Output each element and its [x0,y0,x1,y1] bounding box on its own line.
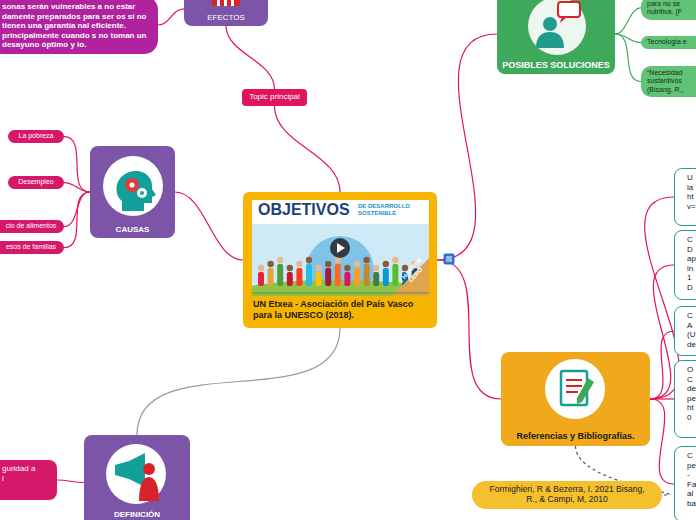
node-text: Referencias y Bibliografías. [501,431,650,442]
branch-line [175,192,243,260]
node-text: POSIBLES SOLUCIONES [497,60,615,71]
text-area: UN Etxea - Asociación del País Vasco par… [253,299,429,321]
text-area: EFECTOS [184,13,268,23]
branch-line [226,26,275,89]
node-text: C A (U de [687,311,696,349]
notes-icon [443,253,455,265]
text-area: cio de alimentos [0,222,62,230]
node-text: DEFINICIÓN [84,510,190,520]
subtopic-pill: Tecnología e [641,36,696,49]
topic-box: EFECTOS [184,0,268,26]
text-area: guridad a l [2,464,36,483]
subtopic-pill: La pobreza [8,130,64,143]
node-text: EFECTOS [184,13,268,23]
reference-box: C A (U de [674,306,696,356]
note-box: sonas serán vulnerables a no estar damen… [0,0,158,54]
thumbnail-text: OBJETIVOS [258,201,358,219]
subtopic-pill: “Necesidad sustantivos (Bisang, R., [641,66,696,97]
subtopic-pill: guridad a l [0,460,57,500]
node-text: Tecnología e [647,38,696,46]
text-area: para no se nutritiva. (F [647,0,696,17]
effects-icon [212,0,240,8]
node-text: Desempleo [8,178,64,186]
reference-pill: Formighieri, R & Bezerra, I. 2021 Bisang… [472,481,662,509]
branch-line [650,331,674,399]
reference-box: O C de pe ht 0 [674,360,696,438]
node-text: UN Etxea - Asociación del País Vasco par… [253,299,429,321]
text-area: C D ap in 1 D [687,235,696,293]
node-text: “Necesidad sustantivos (Bisang, R., [647,69,696,94]
causes-icon [102,155,164,217]
node-text: Formighieri, R & Bezerra, I. 2021 Bisang… [487,484,647,504]
text-area: CAUSAS [90,225,175,235]
branch-line [615,8,641,34]
node-text: O C de pe ht 0 [687,365,696,423]
reference-box: U la ht v= [674,168,696,226]
reference-box: C D ap in 1 D [674,230,696,300]
node-text: C pe - Fa al ba [687,451,696,509]
text-area: POSIBLES SOLUCIONES [497,60,615,71]
text-area: esos de familias [0,243,62,251]
node-text: Topic principal [242,92,307,102]
branch-line [437,34,497,260]
text-area: C A (U de [687,311,696,349]
node-text: esos de familias [0,243,62,251]
definition-icon [105,443,167,505]
branch-line [64,137,90,192]
branch-line [158,9,184,25]
branch-line [275,106,341,192]
branch-line [437,260,501,399]
thumbnail-text: DE DESARROLLO SOSTENIBLE [358,203,422,216]
node-text: para no se nutritiva. (F [647,0,696,17]
node-text: guridad a l [2,464,36,483]
text-area: C pe - Fa al ba [687,451,696,509]
topic-box: CAUSAS [90,146,175,238]
text-area: U la ht v= [687,173,696,211]
node-text: CAUSAS [90,225,175,235]
text-area: Desempleo [8,178,64,186]
topic-box: POSIBLES SOLUCIONES [497,0,615,74]
text-area: Topic principal [242,92,307,102]
text-area: La pobreza [8,132,64,140]
topic-box: Referencias y Bibliografías. [501,352,650,446]
branch-line [615,34,641,82]
branch-line [650,265,674,399]
solutions-icon [526,0,588,56]
branch-line [650,399,674,484]
branch-line [57,480,84,483]
text-area: Formighieri, R & Bezerra, I. 2021 Bisang… [487,484,647,504]
floating-label: Topic principal [242,89,307,106]
node-text: C D ap in 1 D [687,235,696,293]
subtopic-pill: para no se nutritiva. (F [641,0,696,20]
subtopic-pill: cio de alimentos [0,220,64,233]
subtopic-pill: esos de familias [0,241,64,254]
text-area: “Necesidad sustantivos (Bisang, R., [647,69,696,94]
node-text: cio de alimentos [0,222,62,230]
branch-line [137,328,340,435]
topic-box: DEFINICIÓN [84,435,190,520]
node-text: La pobreza [8,132,64,140]
references-icon [544,358,606,420]
node-text: U la ht v= [687,173,696,211]
subtopic-pill: Desempleo [8,176,64,189]
text-area: Referencias y Bibliografías. [501,431,650,442]
text-area: DEFINICIÓN [84,510,190,520]
text-area: O C de pe ht 0 [687,365,696,423]
node-text: sonas serán vulnerables a no estar damen… [2,2,152,50]
text-area: Tecnología e [647,38,696,46]
reference-box: C pe - Fa al ba [674,446,696,520]
branch-line [64,192,90,248]
text-area: sonas serán vulnerables a no estar damen… [2,2,152,50]
branch-line [64,183,90,192]
